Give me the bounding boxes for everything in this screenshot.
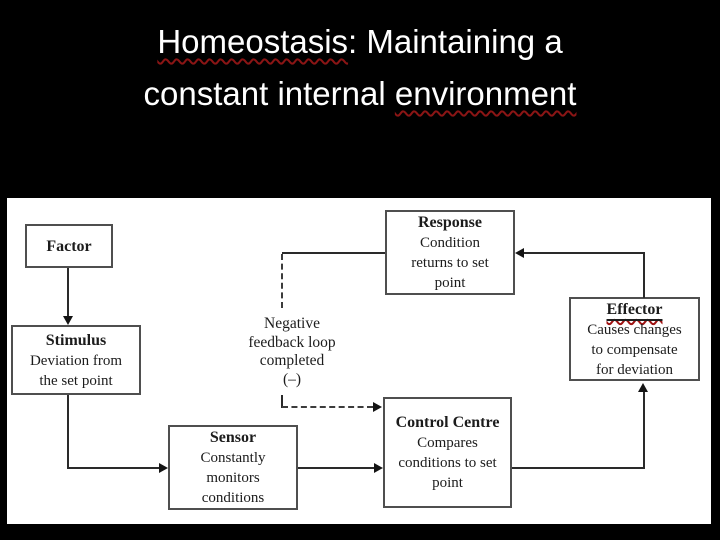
response-box-line: Condition	[419, 235, 480, 251]
arrowhead-up-icon	[638, 383, 648, 392]
effector-box-line: Causes changes	[587, 321, 682, 338]
spellcheck-flagged-word: Homeostasis	[157, 23, 349, 60]
slide-title: Homeostasis: Maintaining a constant inte…	[0, 16, 720, 120]
slide-title-line2: constant internal environment	[0, 68, 720, 120]
factor-box-title: Factor	[46, 237, 92, 255]
flowchart-panel: Factor Stimulus Deviation from the set p…	[7, 198, 711, 524]
sensor-box-line: monitors	[206, 470, 260, 486]
connector-up-to-effector	[643, 391, 645, 469]
connector-stimulus-down	[67, 395, 69, 469]
negative-feedback-label-line: feedback loop	[248, 333, 336, 351]
spellcheck-flagged-word: Effector	[607, 301, 663, 318]
arrowhead-right-icon	[374, 463, 383, 473]
negative-feedback-label-line: Negative	[264, 315, 320, 332]
arrowhead-right-icon	[373, 402, 382, 412]
connector-effector-response	[524, 252, 645, 254]
effector-box-line: to compensate	[591, 341, 678, 358]
stimulus-box: Stimulus Deviation from the set point	[11, 325, 141, 395]
effector-box-title-text: Effector	[606, 300, 663, 318]
response-box: Response Condition returns to set point	[385, 210, 515, 295]
control-centre-box-line: point	[432, 475, 463, 491]
response-box-line: returns to set	[411, 255, 489, 271]
connector-feedback-corner	[281, 395, 283, 408]
connector-stimulus-sensor	[67, 467, 160, 469]
sensor-box: Sensor Constantly monitors conditions	[168, 425, 298, 510]
sensor-box-title: Sensor	[209, 429, 257, 446]
negative-feedback-label: Negative feedback loop completed (–)	[229, 315, 355, 389]
negative-feedback-label-line: (–)	[282, 370, 302, 388]
connector-feedback-dashed-right	[282, 406, 373, 408]
effector-box-line: for deviation	[595, 361, 674, 378]
spellcheck-flagged-word: environment	[394, 75, 577, 112]
slide-title-line1: Homeostasis: Maintaining a	[0, 16, 720, 68]
control-centre-box-title: Control Centre	[395, 414, 500, 431]
slide-title-line2-pre: constant internal	[143, 75, 395, 112]
control-centre-box: Control Centre Compares conditions to se…	[383, 397, 512, 508]
connector-controlcentre-right	[512, 467, 645, 469]
arrowhead-left-icon	[515, 248, 524, 258]
slide-title-line1-rest: : Maintaining a	[348, 23, 563, 60]
factor-box: Factor	[25, 224, 113, 268]
effector-box: Effector Causes changes to compensate fo…	[569, 297, 700, 381]
control-centre-box-line: conditions to set	[398, 455, 497, 471]
response-box-line: point	[434, 275, 466, 291]
connector-feedback-dashed-down	[281, 254, 283, 308]
stimulus-box-title: Stimulus	[45, 331, 107, 349]
connector-response-left	[282, 252, 385, 254]
sensor-box-line: conditions	[201, 490, 265, 506]
stimulus-box-line: the set point	[39, 372, 113, 389]
arrowhead-right-icon	[159, 463, 168, 473]
control-centre-box-line: Compares	[417, 435, 478, 451]
arrowhead-down-icon	[63, 316, 73, 325]
sensor-box-line: Constantly	[200, 450, 266, 466]
connector-effector-up	[643, 253, 645, 298]
effector-box-title: Effector	[607, 299, 663, 320]
negative-feedback-label-line: completed	[259, 352, 325, 369]
stimulus-box-line: Deviation from	[29, 352, 123, 369]
connector-sensor-controlcentre	[298, 467, 374, 469]
response-box-title: Response	[417, 214, 482, 231]
connector-factor-stimulus	[67, 268, 69, 317]
